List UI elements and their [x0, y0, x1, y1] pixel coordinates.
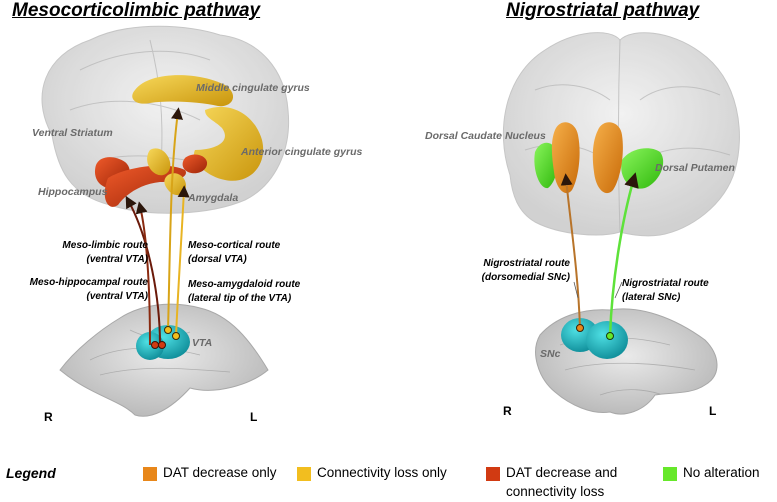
right-side-L: L [709, 404, 717, 418]
meso-cortical-line1: Meso-cortical route [188, 240, 281, 251]
label-nigrostriatal-lateral: Nigrostriatal route (lateral SNc) [622, 277, 709, 305]
dorsal-putamen-right-shape [534, 142, 558, 189]
legend-label-dat-and-connectivity-line1: DAT decrease and [506, 465, 618, 480]
left-structures [94, 75, 264, 360]
left-routes [125, 107, 190, 349]
middle-cingulate-shape [132, 75, 234, 107]
meso-amygdaloid-route-line [175, 185, 190, 337]
label-ventral-striatum: Ventral Striatum [32, 127, 113, 139]
label-meso-cortical-route: Meso-cortical route (dorsal VTA) [188, 239, 280, 267]
legend-label-no-alteration: No alteration [683, 465, 760, 480]
label-middle-cingulate: Middle cingulate gyrus [196, 82, 310, 94]
meso-cortical-route-line [167, 107, 183, 331]
vta-left-shape [136, 332, 164, 360]
legend-label-connectivity-loss: Connectivity loss only [317, 465, 447, 480]
left-side-R: R [44, 410, 53, 424]
meso-hippocampal-route-line [125, 195, 161, 346]
meso-amygdaloid-line1: Meso-amygdaloid route [188, 279, 301, 290]
ventral-striatum-right-shape [182, 154, 208, 174]
right-routes [560, 172, 639, 340]
amygdala-shape [147, 148, 171, 176]
nigrostriatal-dorsomedial-line1: Nigrostriatal route [483, 258, 570, 269]
meso-limbic-route-line [135, 201, 151, 346]
label-vta: VTA [192, 337, 213, 349]
label-meso-hippocampal-route: Meso-hippocampal route (ventral VTA) [8, 276, 148, 304]
left-title: Mesocorticolimbic pathway [12, 0, 261, 21]
legend-title: Legend [6, 465, 56, 481]
right-side-R: R [503, 404, 512, 418]
anterior-cingulate-shape [194, 106, 264, 181]
meso-limbic-line2: (ventral VTA) [86, 254, 149, 265]
nigrostriatal-dorsomedial-line [560, 173, 581, 329]
legend-label-dat-and-connectivity: DAT decrease and connectivity loss [506, 463, 617, 501]
meso-limbic-line1: Meso-limbic route [62, 240, 148, 251]
legend-label-dat-decrease: DAT decrease only [163, 465, 277, 480]
dorsal-caudate-left-shape [592, 122, 623, 194]
legend-label-dat-and-connectivity-line2: connectivity loss [506, 484, 605, 499]
label-anterior-cingulate: Anterior cingulate gyrus [241, 146, 363, 158]
label-amygdala: Amygdala [188, 192, 239, 204]
label-hippocampus: Hippocampus [38, 186, 108, 198]
snc-right-shape [586, 321, 628, 359]
label-snc: SNc [540, 348, 561, 360]
nigrostriatal-lateral-line [608, 172, 639, 337]
meso-cortical-line2: (dorsal VTA) [188, 254, 247, 265]
label-meso-amygdaloid-route: Meso-amygdaloid route (lateral tip of th… [188, 278, 300, 306]
label-nigrostriatal-dorsomedial: Nigrostriatal route (dorsomedial SNc) [468, 257, 570, 285]
legend-swatch-no-alteration [663, 467, 677, 481]
nigrostriatal-lateral-line2: (lateral SNc) [622, 292, 681, 303]
nigrostriatal-lateral-line1: Nigrostriatal route [622, 278, 709, 289]
right-title: Nigrostriatal pathway [506, 0, 700, 21]
legend-swatch-dat-decrease [143, 467, 157, 481]
dorsal-caudate-right-shape [551, 122, 580, 194]
nigrostriatal-dorsomedial-line2: (dorsomedial SNc) [481, 272, 570, 283]
legend-swatch-connectivity-loss [297, 467, 311, 481]
brain-diagram [41, 25, 740, 417]
left-side-L: L [250, 410, 258, 424]
left-cerebellum [59, 303, 269, 417]
label-dorsal-putamen: Dorsal Putamen [655, 162, 735, 174]
right-cerebellum [535, 308, 718, 415]
label-meso-limbic-route: Meso-limbic route (ventral VTA) [44, 239, 148, 267]
meso-amygdaloid-line2: (lateral tip of the VTA) [188, 293, 292, 304]
meso-hippocampal-line1: Meso-hippocampal route [29, 277, 148, 288]
meso-hippocampal-line2: (ventral VTA) [86, 291, 149, 302]
label-dorsal-caudate: Dorsal Caudate Nucleus [425, 130, 546, 142]
hippocampus-shape [104, 165, 186, 207]
legend-swatch-dat-and-connectivity [486, 467, 500, 481]
